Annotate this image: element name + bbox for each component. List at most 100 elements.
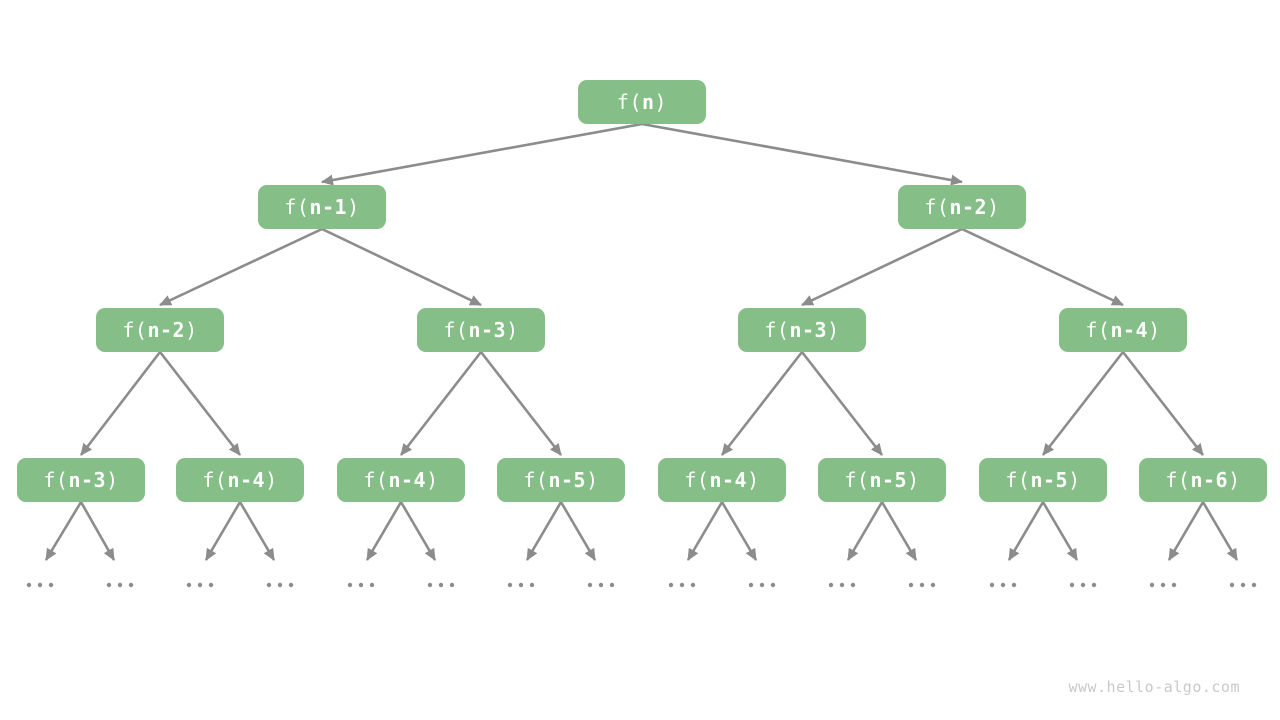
node-label-arg: n-5	[869, 468, 908, 492]
node-label-arg: n-4	[709, 468, 748, 492]
tree-node-f-n: f(n)	[578, 80, 706, 124]
node-label-suffix: )	[1068, 468, 1081, 492]
node-label-prefix: f(	[1165, 468, 1191, 492]
leaf-edge	[686, 501, 724, 561]
node-label-suffix: )	[265, 468, 278, 492]
leaf-edge	[44, 501, 83, 561]
ellipsis-dots	[668, 582, 696, 588]
node-label-arg: n-4	[227, 468, 266, 492]
tree-edge	[801, 227, 963, 307]
node-label-arg: n-5	[548, 468, 587, 492]
tree-edge	[800, 351, 884, 456]
node-label-prefix: f(	[523, 468, 549, 492]
node-label-prefix: f(	[363, 468, 389, 492]
tree-edge	[158, 351, 242, 456]
node-label-prefix: f(	[443, 318, 469, 342]
ellipsis-dots	[908, 582, 936, 588]
leaf-edge	[1041, 501, 1079, 561]
ellipsis-dots	[1229, 582, 1257, 588]
tree-node-f-n-3: f(n-3)	[417, 308, 545, 352]
leaf-edge	[559, 501, 597, 561]
node-label-suffix: )	[827, 318, 840, 342]
node-label-prefix: f(	[684, 468, 710, 492]
tree-node-f-n-3: f(n-3)	[17, 458, 145, 502]
node-label-arg: n-4	[1110, 318, 1149, 342]
leaf-edge	[525, 501, 563, 561]
tree-edge	[720, 351, 804, 456]
ellipsis-dots	[266, 582, 294, 588]
tree-node-f-n-5: f(n-5)	[497, 458, 625, 502]
leaf-edge	[880, 501, 918, 561]
node-label-suffix: )	[347, 195, 360, 219]
leaf-edge	[1167, 501, 1205, 561]
ellipsis-dots	[587, 582, 615, 588]
ellipsis-dots	[347, 582, 375, 588]
node-label-prefix: f(	[924, 195, 950, 219]
leaf-edge	[1201, 501, 1239, 561]
tree-node-f-n-2: f(n-2)	[96, 308, 224, 352]
tree-edge	[79, 351, 162, 456]
tree-node-f-n-3: f(n-3)	[738, 308, 866, 352]
node-label-prefix: f(	[764, 318, 790, 342]
tree-node-f-n-4: f(n-4)	[658, 458, 786, 502]
node-label-arg: n-3	[789, 318, 828, 342]
tree-node-f-n-5: f(n-5)	[979, 458, 1107, 502]
tree-node-f-n-4: f(n-4)	[337, 458, 465, 502]
leaf-edge	[365, 501, 403, 561]
node-label-suffix: )	[654, 90, 668, 114]
tree-edge	[159, 227, 323, 307]
node-label-arg: n-3	[68, 468, 107, 492]
leaf-edge	[79, 501, 116, 561]
leaf-edge	[720, 501, 758, 561]
leaf-edge	[204, 501, 242, 561]
leaf-edge	[846, 501, 884, 561]
leaf-edge	[238, 501, 276, 561]
ellipsis-dots	[1069, 582, 1097, 588]
node-label-suffix: )	[747, 468, 760, 492]
leaf-edge	[399, 501, 437, 561]
node-label-suffix: )	[987, 195, 1000, 219]
tree-edge	[479, 351, 563, 456]
ellipsis-dots	[507, 582, 535, 588]
tree-node-f-n-2: f(n-2)	[898, 185, 1026, 229]
tree-node-f-n-4: f(n-4)	[1059, 308, 1187, 352]
tree-edge	[321, 227, 482, 307]
node-label-suffix: )	[426, 468, 439, 492]
tree-edge	[641, 122, 963, 186]
node-label-prefix: f(	[202, 468, 228, 492]
node-label-suffix: )	[185, 318, 198, 342]
tree-edge	[1121, 351, 1205, 456]
node-label-prefix: f(	[1005, 468, 1031, 492]
ellipsis-dots	[26, 582, 54, 588]
node-label-prefix: f(	[122, 318, 148, 342]
node-label-arg: n	[642, 90, 655, 114]
tree-node-f-n-6: f(n-6)	[1139, 458, 1267, 502]
ellipsis-dots	[748, 582, 776, 588]
leaf-edge	[1007, 501, 1045, 561]
tree-edge	[1041, 351, 1125, 456]
tree-node-f-n-1: f(n-1)	[258, 185, 386, 229]
node-label-suffix: )	[1148, 318, 1161, 342]
tree-node-f-n-4: f(n-4)	[176, 458, 304, 502]
tree-node-f-n-5: f(n-5)	[818, 458, 946, 502]
node-label-prefix: f(	[284, 195, 310, 219]
node-label-arg: n-6	[1190, 468, 1229, 492]
tree-edge	[961, 227, 1124, 307]
node-label-suffix: )	[907, 468, 920, 492]
tree-edge	[321, 122, 643, 186]
ellipsis-dots	[186, 582, 214, 588]
node-label-prefix: f(	[844, 468, 870, 492]
node-label-suffix: )	[106, 468, 119, 492]
node-label-prefix: f(	[616, 90, 642, 114]
ellipsis-dots	[828, 582, 856, 588]
node-label-arg: n-4	[388, 468, 427, 492]
tree-edge	[399, 351, 483, 456]
ellipsis-dots	[106, 582, 134, 588]
ellipsis-dots	[989, 582, 1017, 588]
node-label-arg: n-3	[468, 318, 507, 342]
node-label-prefix: f(	[43, 468, 69, 492]
node-label-suffix: )	[1228, 468, 1241, 492]
ellipsis-dots	[1149, 582, 1177, 588]
